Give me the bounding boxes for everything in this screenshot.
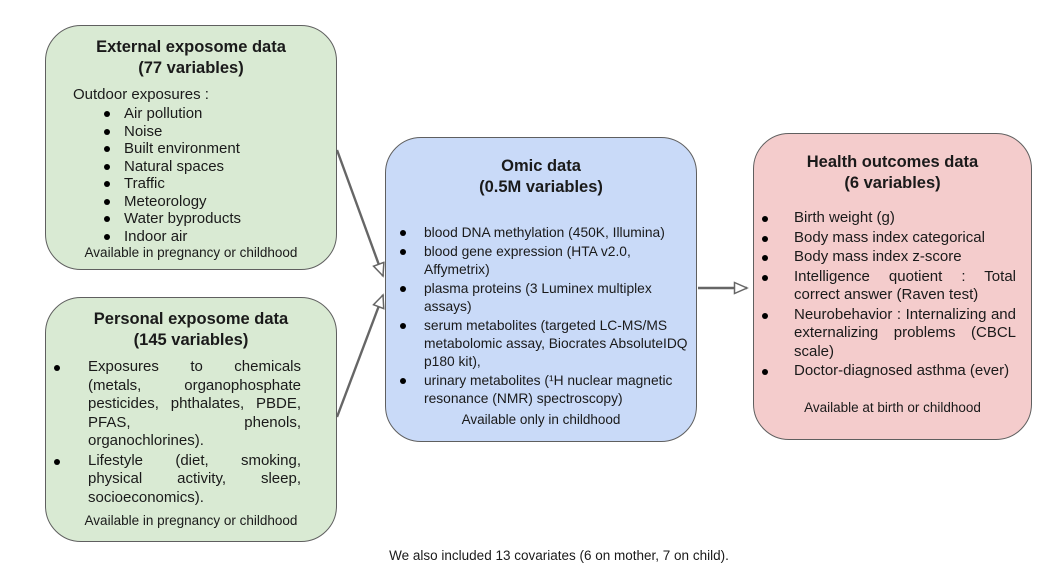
list-item-text: blood gene expression (HTA v2.0, Affymet… [424, 244, 631, 277]
bullet-icon [54, 458, 60, 465]
list-item: Traffic [46, 175, 336, 193]
personal-items-list: Exposures to chemicals (metals, organoph… [46, 358, 336, 507]
list-item-text: Indoor air [124, 227, 188, 245]
list-item-text: Exposures to chemicals (metals, organoph… [88, 358, 301, 449]
list-item: Body mass index z-score [754, 248, 1031, 267]
list-item: Lifestyle (diet, smoking, physical activ… [46, 452, 336, 508]
bullet-icon [400, 230, 406, 236]
availability-note: Available in pregnancy or childhood [84, 513, 298, 528]
box-title: Personal exposome data (145 variables) [46, 298, 336, 351]
list-item: Birth weight (g) [754, 209, 1031, 228]
bullet-icon [400, 249, 406, 255]
box-title: External exposome data (77 variables) [46, 26, 336, 79]
box-title-line1: Health outcomes data [806, 153, 979, 171]
list-item: Exposures to chemicals (metals, organoph… [46, 358, 336, 451]
bullet-icon [400, 286, 406, 292]
bullet-icon [104, 111, 110, 117]
availability-note: Available only in childhood [461, 412, 621, 427]
availability-note: Available at birth or childhood [804, 400, 981, 415]
list-item-text: Body mass index z-score [794, 248, 962, 265]
list-item: Intelligence quotient : Total correct an… [754, 268, 1031, 305]
external-items-list: Air pollution Noise Built environment Na… [46, 105, 336, 245]
bullet-icon [54, 365, 60, 371]
list-item-text: Lifestyle (diet, smoking, physical activ… [88, 451, 301, 506]
list-item-text: plasma proteins (3 Luminex multiplex ass… [424, 281, 652, 314]
outdoor-exposures-label: Outdoor exposures : [73, 86, 209, 103]
list-item: Noise [46, 123, 336, 141]
bullet-icon [762, 274, 768, 281]
list-item-text: Traffic [124, 175, 165, 192]
list-item-text: serum metabolites (targeted LC-MS/MS met… [424, 318, 688, 369]
list-item-text: Intelligence quotient : Total correct an… [794, 267, 1016, 304]
health-outcomes-box: Health outcomes data (6 variables) Birth… [753, 133, 1032, 440]
omic-items-list: blood DNA methylation (450K, Illumina) b… [386, 224, 696, 408]
bullet-icon [762, 255, 768, 261]
list-item: Indoor air [46, 228, 336, 246]
list-item: urinary metabolites (¹H nuclear magnetic… [386, 372, 696, 408]
arrow-external-to-omic [335, 149, 383, 276]
bullet-icon [762, 216, 768, 222]
list-item-text: Doctor-diagnosed asthma (ever) [794, 362, 1010, 379]
list-item: Doctor-diagnosed asthma (ever) [754, 362, 1031, 381]
bullet-icon [104, 198, 110, 205]
box-title-line2: (6 variables) [844, 174, 941, 192]
box-title-line2: (77 variables) [138, 59, 244, 77]
bullet-icon [104, 128, 110, 135]
list-item-text: Meteorology [124, 192, 207, 210]
list-item: Built environment [46, 140, 336, 158]
health-items-list: Birth weight (g) Body mass index categor… [754, 209, 1031, 381]
list-item-text: Noise [124, 122, 163, 140]
bullet-icon [762, 369, 768, 375]
bullet-icon [104, 181, 110, 187]
box-title: Omic data (0.5M variables) [386, 138, 696, 198]
list-item: Meteorology [46, 193, 336, 211]
arrow-personal-to-omic [335, 295, 383, 418]
list-item-text: Body mass index categorical [794, 228, 985, 246]
covariates-caption: We also included 13 covariates (6 on mot… [389, 548, 729, 563]
list-item-text: Neurobehavior : Internalizing and extern… [794, 305, 1016, 360]
list-item-text: Birth weight (g) [794, 209, 895, 226]
list-item-text: blood DNA methylation (450K, Illumina) [424, 225, 665, 240]
bullet-icon [400, 378, 406, 384]
box-title-line1: Personal exposome data [93, 310, 289, 328]
box-title-line1: Omic data [501, 157, 581, 175]
list-item-text: Air pollution [124, 105, 203, 122]
list-item: Water byproducts [46, 210, 336, 228]
list-item: serum metabolites (targeted LC-MS/MS met… [386, 317, 696, 371]
availability-note: Available in pregnancy or childhood [84, 245, 298, 260]
list-item: Body mass index categorical [754, 229, 1031, 248]
box-title-line2: (0.5M variables) [479, 178, 603, 196]
list-item: blood DNA methylation (450K, Illumina) [386, 224, 696, 242]
omic-data-box: Omic data (0.5M variables) blood DNA met… [385, 137, 697, 442]
bullet-icon [104, 216, 110, 222]
bullet-icon [104, 233, 110, 240]
bullet-icon [762, 235, 768, 242]
list-item-text: Built environment [124, 140, 240, 157]
box-title-line2: (145 variables) [133, 331, 249, 349]
box-title-line1: External exposome data [96, 38, 286, 56]
list-item: blood gene expression (HTA v2.0, Affymet… [386, 243, 696, 279]
bullet-icon [400, 323, 406, 329]
list-item-text: Water byproducts [124, 210, 241, 227]
list-item: Neurobehavior : Internalizing and extern… [754, 306, 1031, 362]
list-item-text: Natural spaces [124, 157, 225, 175]
personal-exposome-box: Personal exposome data (145 variables) E… [45, 297, 337, 542]
bullet-icon [762, 312, 768, 319]
list-item-text: urinary metabolites (¹H nuclear magnetic… [424, 373, 673, 406]
list-item: Air pollution [46, 105, 336, 123]
box-title: Health outcomes data (6 variables) [754, 134, 1031, 194]
list-item: Natural spaces [46, 158, 336, 176]
bullet-icon [104, 146, 110, 152]
list-item: plasma proteins (3 Luminex multiplex ass… [386, 280, 696, 316]
external-exposome-box: External exposome data (77 variables) Ou… [45, 25, 337, 270]
bullet-icon [104, 163, 110, 170]
